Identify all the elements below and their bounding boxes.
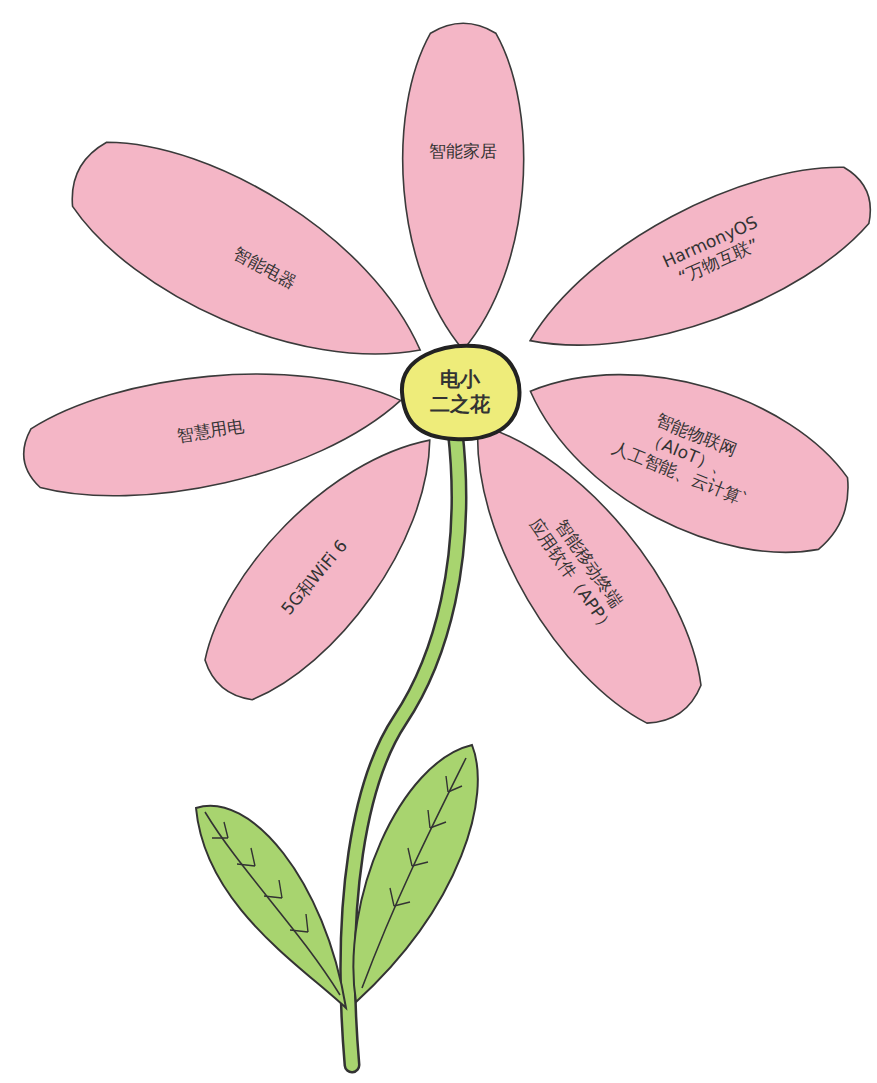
leaf-vein: [212, 822, 308, 932]
leaf-shape: [196, 806, 346, 1008]
center-outline: [402, 346, 520, 439]
petal: 智能电器: [37, 94, 459, 423]
petal-outline: [428, 389, 730, 748]
center-title: 电小 二之花: [428, 367, 492, 417]
leaf-vein: [390, 776, 462, 906]
petal-outline: [48, 109, 452, 409]
leaf-vein: [362, 758, 466, 988]
petal-outline: [507, 139, 877, 393]
leaf-shape: [353, 745, 477, 1002]
petal-label: 智能家居: [429, 141, 497, 162]
leaf-vein: [205, 812, 340, 995]
petal-shape: [389, 20, 537, 350]
petal-outline: [402, 23, 523, 350]
label-holder: 电小 二之花: [428, 367, 492, 417]
left-leaf: [196, 806, 346, 1008]
flower-center: 电小 二之花: [394, 340, 526, 444]
right-leaf: [353, 745, 477, 1002]
label-holder: 智能家居: [429, 141, 497, 162]
petal: HarmonyOS “万物互联”: [502, 125, 877, 404]
petal-outline: [15, 346, 409, 514]
petal: 智能家居: [389, 20, 537, 350]
